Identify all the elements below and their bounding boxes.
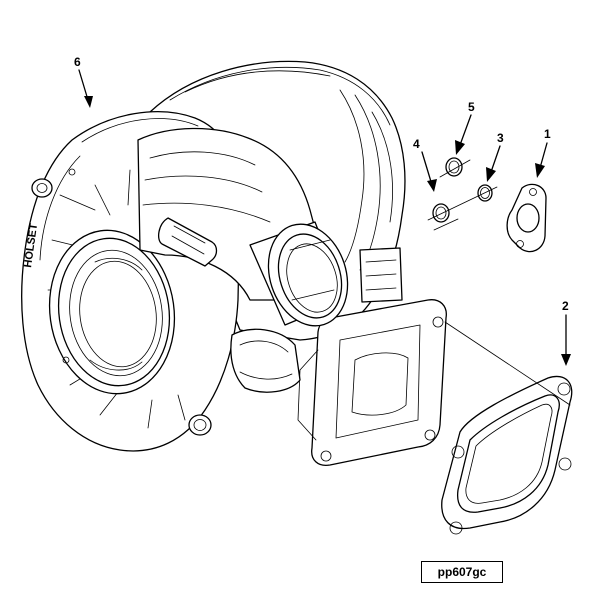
oil-drain-elbow: [230, 328, 301, 393]
seal-ring-3: [477, 184, 493, 202]
actuator-bracket: [157, 217, 218, 267]
seal-ring-4: [432, 203, 450, 223]
reference-code: pp607gc: [421, 561, 503, 583]
callout-6: 6: [74, 55, 81, 69]
reference-code-text: pp607gc: [437, 565, 487, 579]
turbocharger-assembly: HOLSET: [21, 60, 447, 466]
callout-4: 4: [413, 137, 420, 151]
callout-leaders: [78, 69, 571, 366]
drain-gasket: [506, 183, 547, 253]
callout-2: 2: [562, 299, 569, 313]
compressor-inlet: [48, 229, 176, 395]
outlet-gasket: [441, 375, 573, 535]
mounting-boss: [31, 178, 53, 198]
callout-5: 5: [468, 100, 475, 114]
callout-1: 1: [544, 127, 551, 141]
turbine-outlet-flange: [311, 299, 447, 466]
assembly-centerlines: [427, 159, 571, 406]
mounting-boss: [188, 414, 212, 436]
seal-ring-5: [445, 157, 463, 177]
callout-3: 3: [497, 131, 504, 145]
